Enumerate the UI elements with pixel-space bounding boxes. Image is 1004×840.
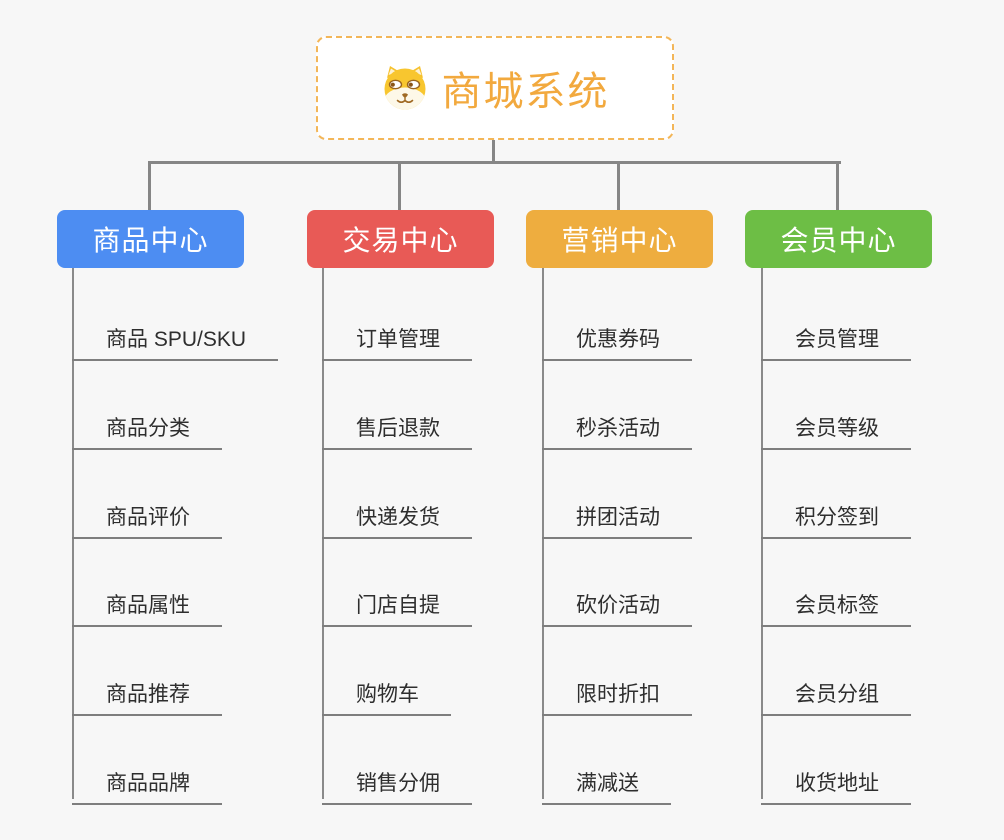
connector-drop-1 <box>148 161 151 211</box>
connector-child-trunk-2 <box>322 268 324 799</box>
connector-horizontal <box>148 161 841 164</box>
child-node[interactable]: 售后退款 <box>322 398 472 450</box>
child-node[interactable]: 砍价活动 <box>542 575 692 627</box>
child-node[interactable]: 商品品牌 <box>72 753 222 805</box>
child-node[interactable]: 优惠券码 <box>542 309 692 361</box>
branch-node-product-center[interactable]: 商品中心 <box>57 210 244 268</box>
connector-root-trunk <box>492 139 495 164</box>
branch-label: 营销中心 <box>561 225 678 256</box>
child-node[interactable]: 秒杀活动 <box>542 398 692 450</box>
child-node[interactable]: 商品评价 <box>72 487 222 539</box>
root-node[interactable]: 商城系统 <box>316 36 674 140</box>
child-node[interactable]: 商品推荐 <box>72 664 222 716</box>
branch-label: 会员中心 <box>780 225 897 256</box>
branch-label: 交易中心 <box>342 225 459 256</box>
child-node[interactable]: 满减送 <box>542 753 671 805</box>
child-node[interactable]: 商品 SPU/SKU <box>72 309 279 361</box>
child-node[interactable]: 门店自提 <box>322 575 472 627</box>
connector-drop-2 <box>398 161 401 211</box>
child-node[interactable]: 购物车 <box>322 664 451 716</box>
child-node[interactable]: 商品分类 <box>72 398 222 450</box>
branch-node-trade-center[interactable]: 交易中心 <box>307 210 494 268</box>
child-node[interactable]: 会员分组 <box>761 664 911 716</box>
connector-drop-4 <box>836 161 839 211</box>
branch-label: 商品中心 <box>92 225 209 256</box>
child-node[interactable]: 收货地址 <box>761 753 911 805</box>
child-node[interactable]: 订单管理 <box>322 309 472 361</box>
doge-icon <box>384 66 425 110</box>
child-node[interactable]: 会员等级 <box>761 398 911 450</box>
child-node[interactable]: 销售分佣 <box>322 753 472 805</box>
connector-child-trunk-3 <box>542 268 544 799</box>
child-node[interactable]: 积分签到 <box>761 487 911 539</box>
child-node[interactable]: 拼团活动 <box>542 487 692 539</box>
branch-node-member-center[interactable]: 会员中心 <box>745 210 932 268</box>
child-node[interactable]: 快递发货 <box>322 487 472 539</box>
branch-node-marketing-center[interactable]: 营销中心 <box>526 210 713 268</box>
root-title: 商城系统 <box>441 70 610 114</box>
child-node[interactable]: 会员管理 <box>761 309 911 361</box>
child-node[interactable]: 商品属性 <box>72 575 222 627</box>
connector-child-trunk-1 <box>72 268 74 799</box>
child-node[interactable]: 限时折扣 <box>542 664 692 716</box>
child-node[interactable]: 会员标签 <box>761 575 911 627</box>
connector-child-trunk-4 <box>761 268 763 799</box>
connector-drop-3 <box>617 161 620 211</box>
